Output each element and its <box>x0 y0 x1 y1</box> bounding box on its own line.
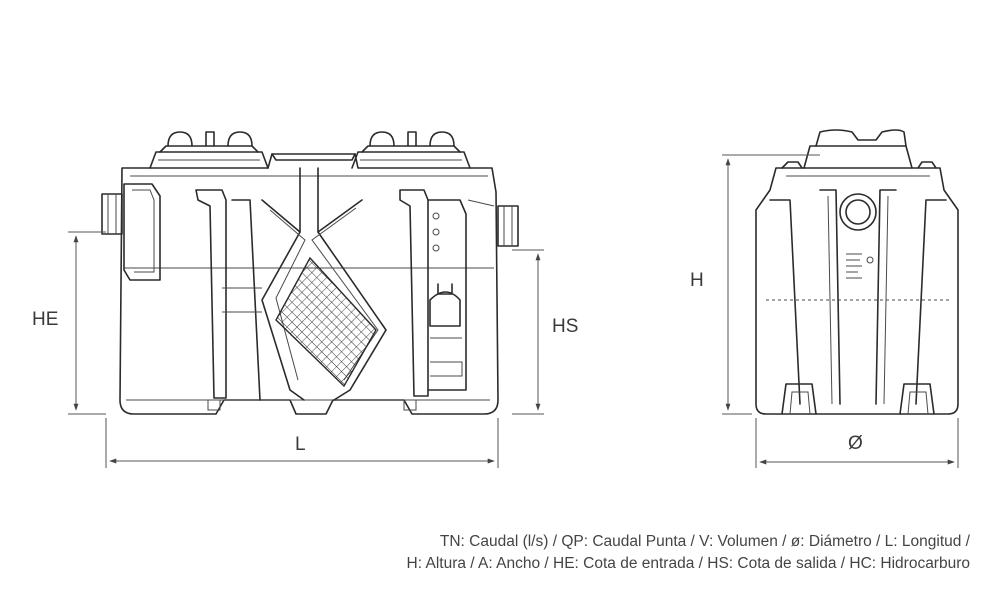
float-valve <box>429 291 461 327</box>
label-he: HE <box>32 309 58 330</box>
left-baffle <box>195 189 227 399</box>
right-baffle <box>399 189 429 397</box>
outlet-pipe <box>497 205 519 247</box>
label-hs: HS <box>552 316 578 337</box>
front-foot-left <box>781 383 817 415</box>
dimension-lines <box>68 154 959 468</box>
front-view <box>755 129 959 415</box>
label-l: L <box>295 434 306 455</box>
inlet-chamber <box>123 183 161 281</box>
label-h: H <box>690 270 704 291</box>
legend-line-2: H: Altura / A: Ancho / HE: Cota de entra… <box>406 555 970 572</box>
front-pipe-opening <box>839 193 877 231</box>
right-cover <box>351 131 471 169</box>
middle-cap <box>271 153 356 161</box>
outlet-chamber <box>427 199 467 391</box>
coalescent-filter-mesh <box>275 256 377 388</box>
left-cover <box>149 131 269 169</box>
legend-line-1: TN: Caudal (l/s) / QP: Caudal Punta / V:… <box>439 533 970 550</box>
front-body-outline <box>755 167 959 415</box>
v-frame-left <box>261 167 301 233</box>
front-foot-right <box>899 383 935 415</box>
tank-body-outline <box>119 153 499 415</box>
inlet-pipe <box>101 193 123 235</box>
side-view <box>101 131 519 415</box>
label-diameter: Ø <box>848 433 863 454</box>
front-cover <box>803 145 913 169</box>
